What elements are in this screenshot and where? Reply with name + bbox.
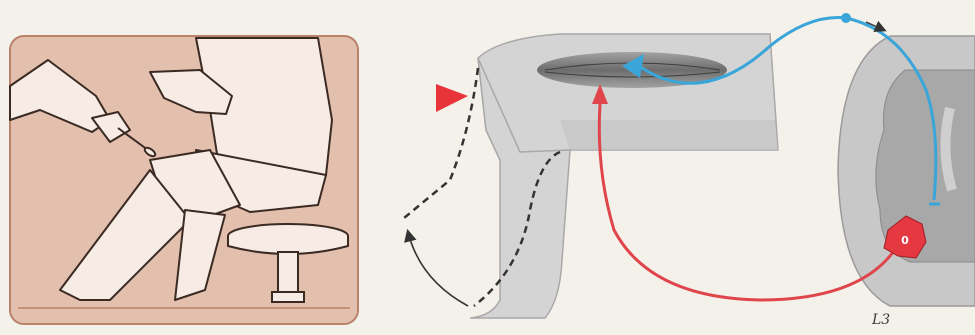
spinal-cord	[838, 36, 975, 306]
hammer-tap-marker	[436, 84, 468, 112]
dorsal-root-ganglion-icon	[841, 13, 851, 23]
motor-neuron-marker: 0	[901, 234, 909, 247]
leg-cross-section	[470, 34, 778, 318]
spinal-segment-label: L3	[872, 312, 890, 328]
knee-test-illustration	[10, 36, 358, 324]
swing-arrow	[408, 232, 468, 306]
